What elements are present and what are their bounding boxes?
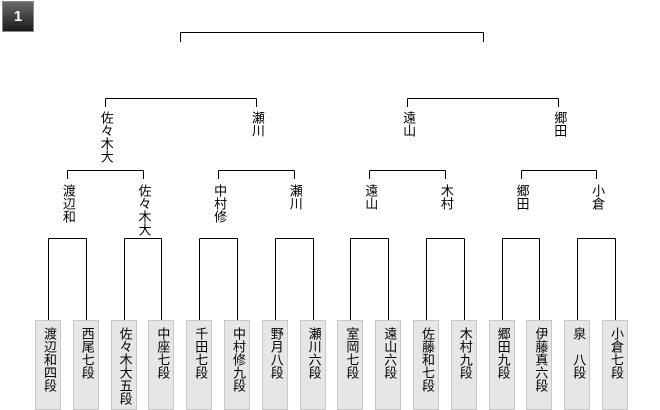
round2-winner-name: 郷田 bbox=[513, 184, 529, 210]
round3-winner-name: 瀬川 bbox=[248, 111, 264, 137]
player-box: 中座七段 bbox=[148, 320, 175, 410]
round2-winner-name: 木村 bbox=[437, 184, 453, 210]
player-box: 西尾七段 bbox=[72, 320, 99, 410]
round2-winner-name: 佐々木大 bbox=[135, 184, 151, 236]
block-number-badge: 1 bbox=[2, 1, 34, 32]
player-name: 中村修九段 bbox=[230, 327, 245, 392]
player-name: 千田七段 bbox=[192, 327, 208, 379]
player-name: 室岡七段 bbox=[343, 327, 359, 379]
round3-winner-name: 遠山 bbox=[400, 111, 416, 137]
player-name: 遠山六段 bbox=[381, 327, 397, 379]
player-name: 小倉七段 bbox=[608, 327, 623, 379]
player-name: 瀬川六段 bbox=[305, 327, 321, 379]
player-box: 室岡七段 bbox=[337, 320, 364, 410]
player-box: 泉 八段 bbox=[564, 320, 591, 410]
player-box: 野月八段 bbox=[261, 320, 288, 410]
round2-winner-name: 渡辺和 bbox=[59, 184, 75, 223]
round2-winner-name: 瀬川 bbox=[286, 184, 302, 210]
player-name: 泉 八段 bbox=[570, 327, 586, 379]
player-name: 中座七段 bbox=[154, 327, 170, 379]
player-box: 中村修九段 bbox=[224, 320, 250, 410]
round3-winner-name: 佐々木大 bbox=[97, 111, 113, 163]
round2-winner-name: 遠山 bbox=[362, 184, 378, 210]
player-box: 渡辺和四段 bbox=[35, 320, 61, 410]
player-box: 木村九段 bbox=[450, 320, 477, 410]
round2-winner-name: 中村修 bbox=[211, 184, 227, 223]
player-name: 佐藤和七段 bbox=[419, 327, 434, 392]
player-name: 木村九段 bbox=[456, 327, 472, 379]
player-box: 佐々木大五段 bbox=[110, 320, 137, 410]
player-name: 渡辺和四段 bbox=[41, 327, 56, 392]
player-name: 郷田九段 bbox=[494, 327, 510, 379]
player-box: 千田七段 bbox=[186, 320, 213, 410]
player-box: 瀬川六段 bbox=[299, 320, 326, 410]
round2-winner-name: 小倉 bbox=[589, 184, 605, 210]
player-name: 伊藤真六段 bbox=[532, 327, 548, 392]
round3-winner-name: 郷田 bbox=[551, 111, 567, 137]
player-box: 小倉七段 bbox=[602, 320, 628, 410]
player-box: 郷田九段 bbox=[488, 320, 515, 410]
player-box: 遠山六段 bbox=[375, 320, 402, 410]
player-box: 佐藤和七段 bbox=[413, 320, 439, 410]
player-box: 伊藤真六段 bbox=[526, 320, 553, 410]
player-name: 佐々木大五段 bbox=[116, 327, 132, 405]
player-name: 野月八段 bbox=[267, 327, 283, 379]
player-name: 西尾七段 bbox=[78, 327, 94, 379]
